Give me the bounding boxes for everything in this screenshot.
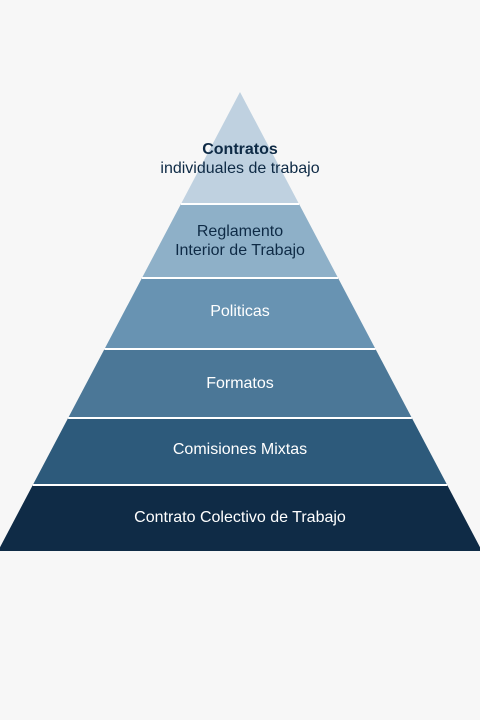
level-label-reglamento-interior: Reglamento [197, 223, 283, 240]
pyramid-level-formatos [68, 349, 412, 418]
level-label-contratos-individuales: individuales de trabajo [160, 160, 319, 177]
level-label-reglamento-interior: Interior de Trabajo [175, 242, 305, 259]
level-label-formatos: Formatos [206, 375, 274, 392]
level-label-contrato-colectivo: Contrato Colectivo de Trabajo [134, 509, 346, 526]
pyramid-level-contratos-individuales [180, 92, 300, 204]
level-label-comisiones-mixtas: Comisiones Mixtas [173, 441, 307, 458]
level-label-politicas: Politicas [210, 303, 270, 320]
pyramid-level-contrato-colectivo [0, 485, 480, 551]
level-label-contratos-individuales: Contratos [202, 141, 278, 158]
pyramid-level-reglamento-interior [141, 204, 339, 278]
pyramid-level-politicas [104, 278, 376, 349]
pyramid-level-comisiones-mixtas [32, 418, 448, 485]
